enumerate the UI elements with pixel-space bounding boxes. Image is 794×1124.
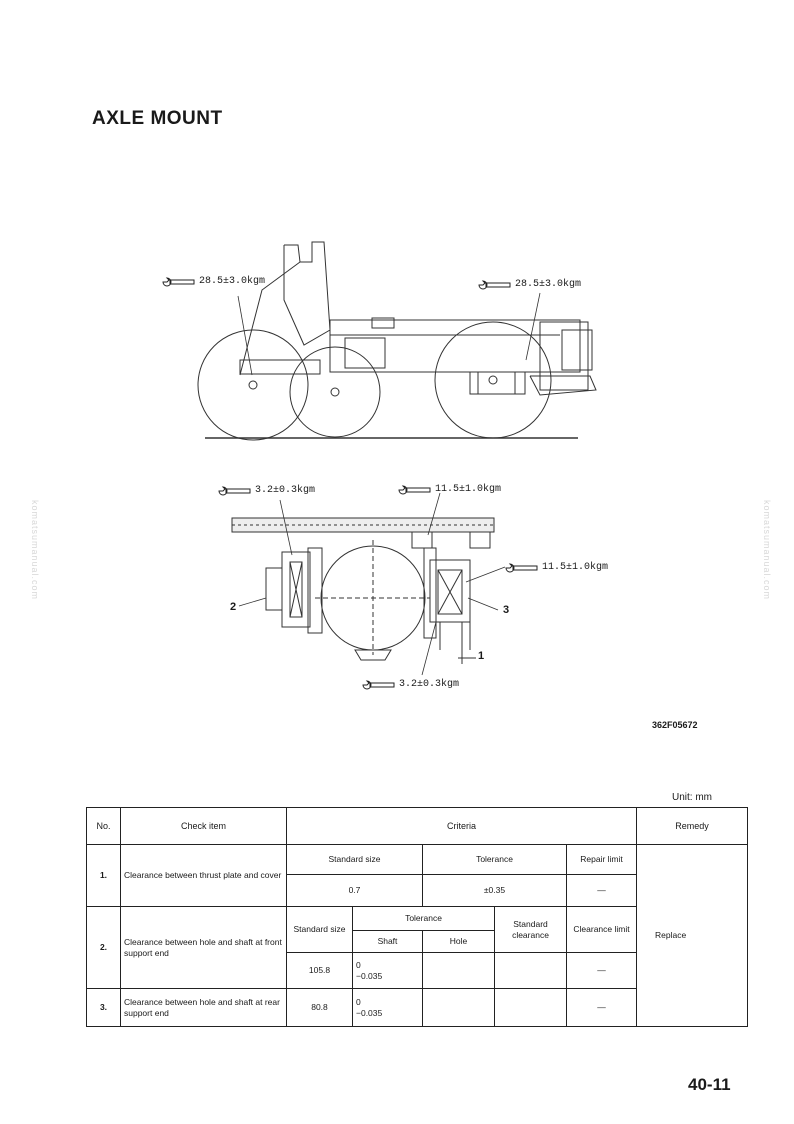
subheader-shaft: Shaft: [352, 930, 423, 953]
axle-mount-drawing: [197, 241, 597, 676]
subheader-standard-clearance: Standard clearance: [494, 906, 567, 953]
row-number: 3.: [86, 988, 121, 1027]
torque-label-upper-right: 28.5±3.0kgm: [478, 279, 581, 290]
value-standard-clearance: [494, 952, 567, 989]
value-clearance-limit: —: [566, 952, 637, 989]
shaft-upper: 0: [356, 997, 361, 1008]
table-row: Shaft Hole: [87, 930, 748, 953]
value-shaft-tolerance: 0 −0.035: [352, 988, 423, 1027]
value-standard-size: 80.8: [286, 988, 353, 1027]
header-remedy: Remedy: [636, 807, 748, 845]
table-row: 3. Clearance between hole and shaft at r…: [86, 988, 748, 1027]
value-standard-size: 0.7: [286, 874, 423, 907]
value-hole-tolerance: [422, 952, 495, 989]
torque-value: 28.5±3.0kgm: [199, 276, 266, 287]
table-row: 1. Clearance between thrust plate and co…: [86, 844, 748, 1027]
callout-1: 1: [478, 650, 485, 662]
check-item-text: Clearance between hole and shaft at fron…: [120, 906, 287, 989]
torque-value: 3.2±0.3kgm: [399, 679, 460, 690]
torque-value: 11.5±1.0kgm: [542, 562, 609, 573]
value-tolerance: ±0.35: [422, 874, 567, 907]
page-number: 40-11: [688, 1075, 731, 1094]
shaft-upper: 0: [356, 960, 361, 971]
side-watermark-left: komatsumanual.com: [30, 500, 40, 601]
subheader-clearance-limit: Clearance limit: [566, 906, 637, 953]
torque-label-upper-left: 28.5±3.0kgm: [162, 276, 265, 287]
value-shaft-tolerance: 0 −0.035: [352, 952, 423, 989]
subheader-standard-size: Standard size: [286, 906, 353, 953]
torque-wrench-icon: [218, 485, 251, 495]
check-item-text: Clearance between hole and shaft at rear…: [120, 988, 287, 1027]
criteria-table: No. Check item Criteria Remedy 1. Cleara…: [86, 807, 748, 1027]
side-watermark-right: komatsumanual.com: [762, 500, 772, 601]
row-number: 2.: [86, 906, 121, 989]
torque-wrench-icon: [505, 562, 538, 572]
torque-wrench-icon: [362, 679, 395, 689]
figure-code: 362F05672: [652, 720, 698, 730]
value-clearance-limit: —: [566, 988, 637, 1027]
callout-2: 2: [230, 601, 237, 613]
torque-label-lower-right-top: 11.5±1.0kgm: [398, 484, 501, 495]
torque-label-lower-bottom: 3.2±0.3kgm: [362, 679, 459, 690]
torque-value: 11.5±1.0kgm: [435, 484, 502, 495]
subheader-standard-size: Standard size: [286, 844, 423, 875]
row-number: 1.: [86, 844, 121, 907]
value-repair-limit: —: [566, 874, 637, 907]
value-standard-clearance: [494, 988, 567, 1027]
check-item-text: Clearance between thrust plate and cover: [120, 844, 287, 907]
torque-wrench-icon: [162, 276, 195, 286]
header-check-item: Check item: [120, 807, 287, 845]
value-standard-size: 105.8: [286, 952, 353, 989]
callout-3: 3: [503, 604, 510, 616]
page-title: AXLE MOUNT: [92, 108, 223, 129]
torque-wrench-icon: [478, 279, 511, 289]
value-hole-tolerance: [422, 988, 495, 1027]
header-criteria: Criteria: [286, 807, 637, 845]
torque-value: 3.2±0.3kgm: [255, 485, 316, 496]
table-row: 0.7 ±0.35 —: [87, 874, 748, 907]
torque-label-lower-right-mid: 11.5±1.0kgm: [505, 562, 608, 573]
unit-label: Unit: mm: [672, 792, 712, 803]
torque-wrench-icon: [398, 484, 431, 494]
subheader-hole: Hole: [422, 930, 495, 953]
subheader-tolerance: Tolerance: [422, 844, 567, 875]
shaft-lower: −0.035: [356, 970, 383, 981]
table-row: 2. Clearance between hole and shaft at f…: [86, 906, 748, 989]
header-no: No.: [86, 807, 121, 845]
remedy-cell: Replace: [636, 844, 748, 1027]
torque-value: 28.5±3.0kgm: [515, 279, 582, 290]
table-header-row: No. Check item Criteria Remedy: [86, 807, 748, 845]
shaft-lower: −0.035: [356, 1007, 383, 1018]
torque-label-lower-left-top: 3.2±0.3kgm: [218, 485, 315, 496]
subheader-repair-limit: Repair limit: [566, 844, 637, 875]
subheader-tolerance: Tolerance: [352, 906, 495, 931]
